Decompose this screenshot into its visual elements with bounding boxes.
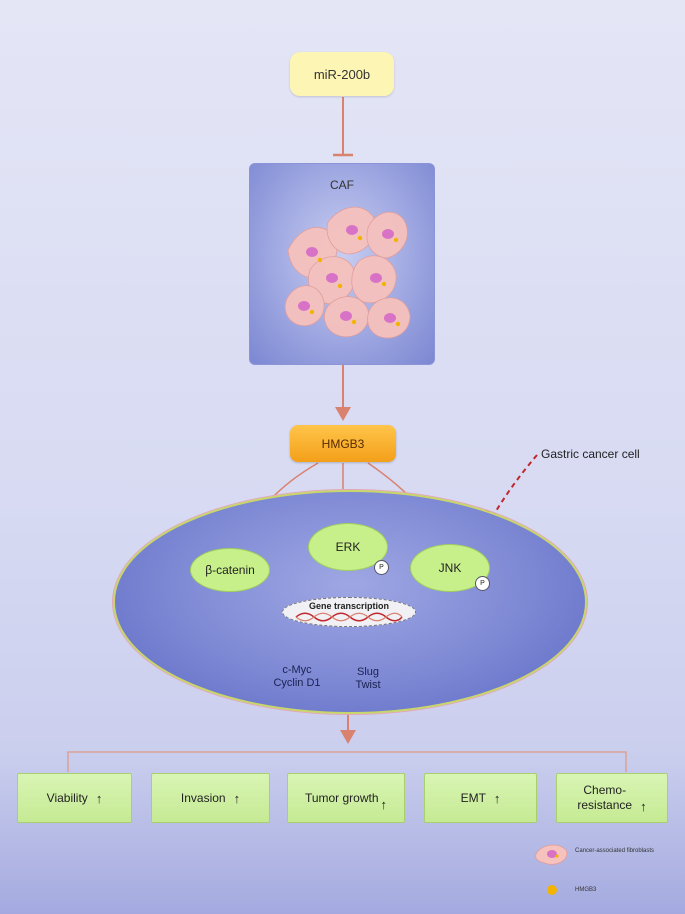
outcome-emt: EMT ↑: [424, 773, 537, 823]
outcome-viability: Viability ↑: [17, 773, 132, 823]
outcome-label: Chemo- resistance: [577, 783, 633, 812]
beta-catenin-node: β-catenin: [190, 548, 270, 592]
up-arrow-icon: ↑: [380, 796, 388, 812]
jnk-label: JNK: [438, 561, 462, 575]
hmgb3-dot: [357, 235, 363, 241]
target-cmyc: c-Myc: [282, 664, 312, 676]
outcome-label: Tumor growth: [304, 790, 379, 805]
gene-transcription-box: Gene transcription: [282, 597, 416, 627]
jnk-phospho-badge: P: [475, 576, 490, 591]
outcome-label: Viability: [46, 790, 88, 805]
hmgb3-box: HMGB3: [290, 425, 396, 462]
hmgb3-dot: [309, 309, 315, 315]
caf-box: CAF: [249, 163, 435, 365]
fibroblast-nucleus: [382, 229, 394, 239]
hmgb3-dot-icon: [547, 885, 557, 895]
hmgb3-dot: [337, 283, 343, 289]
up-arrow-icon: ↑: [95, 790, 103, 806]
fibroblast-icon: [535, 844, 568, 865]
hmgb3-dot: [317, 257, 323, 263]
gastric-cancer-cell-label: Gastric cancer cell: [541, 447, 640, 461]
hmgb3-dot: [351, 319, 357, 325]
erk-phospho-badge: P: [374, 560, 389, 575]
legend-fibroblast-label: Cancer-associated fibroblasts: [575, 848, 655, 854]
legend-hmgb3-label: HMGB3: [575, 887, 597, 893]
targets-right: Slug Twist: [346, 666, 390, 692]
up-arrow-icon: ↑: [233, 790, 241, 806]
outcome-label: EMT: [460, 790, 486, 805]
mirna-label: miR-200b: [313, 66, 371, 82]
target-slug: Slug: [356, 666, 380, 678]
hmgb3-dot: [393, 237, 399, 243]
beta-catenin-label: β-catenin: [205, 563, 255, 577]
up-arrow-icon: ↑: [640, 798, 647, 814]
mirna-box: miR-200b: [290, 52, 394, 96]
fibroblast-nucleus: [306, 247, 318, 257]
hmgb3-label: HMGB3: [321, 436, 365, 451]
outcome-label: Invasion: [180, 790, 226, 805]
fibroblast-nucleus: [346, 225, 358, 235]
fibroblast-nucleus: [370, 273, 382, 283]
outcome-chemoresistance: Chemo- resistance ↑: [556, 773, 668, 823]
caf-label: CAF: [330, 178, 354, 192]
fibroblast-nucleus: [326, 273, 338, 283]
outcome-bracket: [67, 751, 627, 772]
target-twist: Twist: [355, 679, 381, 691]
fibroblast-nucleus: [384, 313, 396, 323]
fibroblast-cluster-icon: [284, 206, 411, 339]
hmgb3-dot: [395, 321, 401, 327]
targets-left: c-Myc Cyclin D1: [262, 664, 332, 690]
hmgb3-dot: [381, 281, 387, 287]
target-cyclin-d1: Cyclin D1: [273, 677, 321, 689]
outcome-tumor-growth: Tumor growth ↑: [287, 773, 405, 823]
up-arrow-icon: ↑: [493, 790, 501, 806]
jnk-node: JNK: [410, 544, 490, 592]
fibroblast-nucleus: [340, 311, 352, 321]
dna-helix-icon: [295, 612, 403, 622]
erk-label: ERK: [335, 540, 361, 554]
fibroblast-nucleus: [298, 301, 310, 311]
outcome-invasion: Invasion ↑: [151, 773, 270, 823]
gene-transcription-label: Gene transcription: [308, 601, 389, 611]
